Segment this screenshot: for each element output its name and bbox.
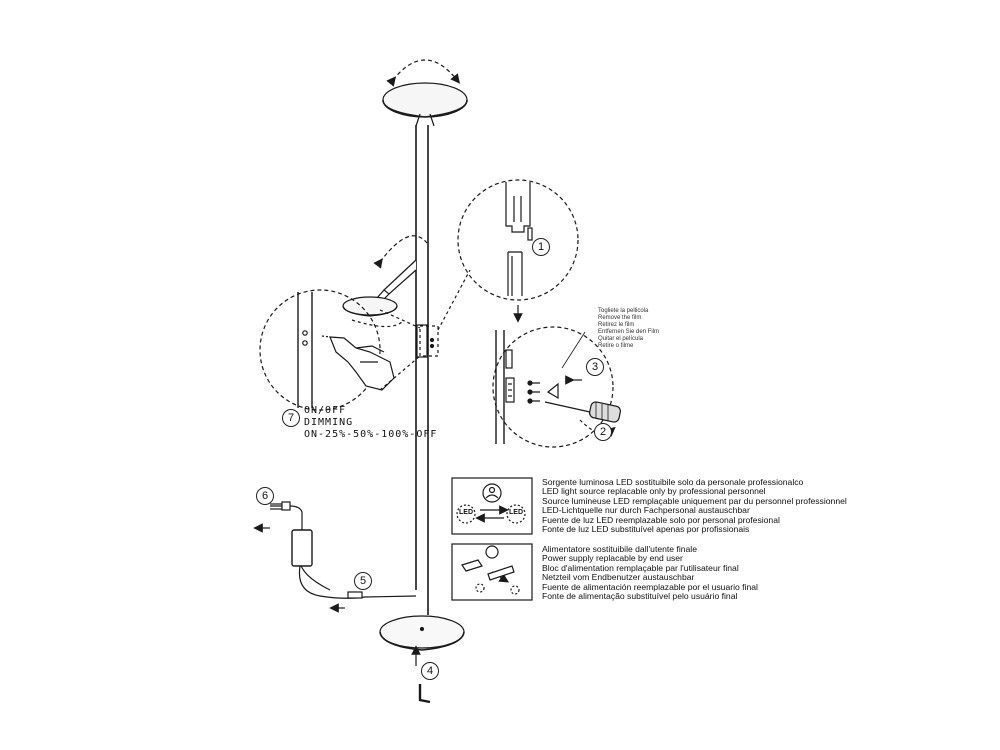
reading-arm-rotation-arrow — [373, 235, 428, 269]
switch-on-off-label: ON/OFF — [304, 405, 347, 416]
film-note: Retirez le film — [598, 322, 635, 328]
callout-5: 5 — [354, 572, 372, 590]
film-note: Remove the film — [598, 315, 642, 321]
switch-detail-circle — [259, 289, 439, 411]
led-notice-box — [451, 477, 533, 535]
callout-1: 1 — [532, 238, 550, 256]
led-notice-line: LED light source replacable only by prof… — [542, 486, 766, 497]
power-notice-line: Bloc d'alimentation remplaçable par l'ut… — [542, 562, 739, 573]
film-note: Retire o filme — [598, 343, 634, 349]
film-note: Quitar el película — [598, 336, 644, 342]
remove-film-notes: Togliete la pellicola Remove the film Re… — [598, 308, 659, 350]
callout-4: 4 — [421, 662, 439, 680]
top-rotation-arrow — [386, 59, 461, 87]
led-notice-text: Sorgente luminosa LED sostituibile solo … — [542, 477, 847, 535]
led-notice-line: Fuente de luz LED reemplazable solo por … — [542, 514, 780, 525]
detail-circle-screws — [492, 326, 622, 448]
led-notice-line: Fonte de luz LED substituível apenas por… — [542, 524, 750, 535]
led-icon-label-left: LED — [459, 509, 473, 516]
callout-6: 6 — [256, 487, 274, 505]
power-adapter — [253, 501, 417, 613]
switch-sequence-label: ON-25%-50%-100%-OFF — [304, 429, 438, 440]
power-supply-notice-text: Alimentatore sostituibile dall'utente fi… — [542, 544, 758, 602]
callout-7: 7 — [282, 409, 300, 427]
power-notice-line: Netzteil vom Endbenutzer austauschbar — [542, 572, 695, 583]
callout-3: 3 — [586, 358, 604, 376]
led-icon-label-right: LED — [509, 509, 523, 516]
switch-dimming-label: DIMMING — [304, 417, 354, 428]
lamp-base — [379, 615, 465, 704]
switch-instructions: ON/OFF DIMMING ON-25%-50%-100%-OFF — [304, 405, 437, 441]
film-note: Togliete la pellicola — [598, 308, 649, 314]
reading-arm — [342, 235, 428, 328]
main-pole — [415, 125, 429, 615]
power-notice-line: Alimentatore sostituibile dall'utente fi… — [542, 544, 697, 554]
power-supply-notice-box — [451, 543, 533, 601]
callout-2: 2 — [594, 423, 612, 441]
film-note: Entfernen Sie den Film — [598, 329, 660, 335]
power-notice-line: Fuente de alimentación reemplazable por … — [542, 581, 758, 592]
led-notice-line: Sorgente luminosa LED sostituibile solo … — [542, 477, 804, 487]
led-notice-line: Source lumineuse LED remplaçable uniquem… — [542, 495, 847, 506]
led-notice-line: LED-Lichtquelle nur durch Fachpersonal a… — [542, 505, 750, 516]
detail-circle-tube — [437, 179, 579, 331]
power-notice-line: Power supply replacable by end user — [542, 553, 683, 564]
power-notice-line: Fonte de alimentação substituível pelo u… — [542, 591, 738, 602]
uplight-head — [382, 82, 468, 127]
